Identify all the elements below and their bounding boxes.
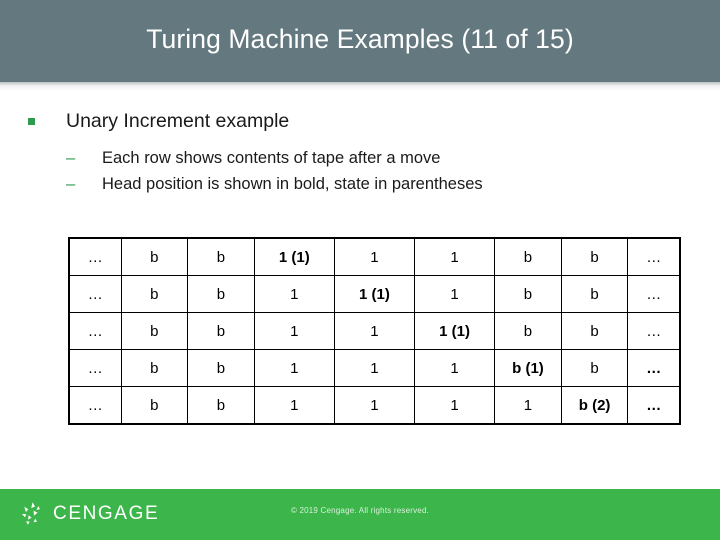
- table-cell: b: [494, 275, 562, 313]
- bullet-level1-label: Unary Increment example: [66, 110, 290, 132]
- table-cell: 1: [253, 312, 335, 350]
- cengage-wordmark: CENGAGE: [53, 503, 160, 524]
- bullet-level2-label: Each row shows contents of tape after a …: [102, 149, 441, 167]
- table-cell: 1: [414, 349, 496, 387]
- slide-content: Unary Increment example – Each row shows…: [0, 82, 720, 489]
- table-cell: 1: [333, 349, 416, 387]
- slide-title-bar: Turing Machine Examples (11 of 15): [0, 0, 720, 82]
- table-cell: …: [68, 312, 122, 350]
- dash-bullet-icon: –: [66, 175, 76, 193]
- table-cell: 1: [253, 275, 335, 313]
- table-cell: b: [560, 275, 629, 313]
- table-cell: b: [187, 386, 255, 425]
- table-cell: b (2): [560, 386, 629, 425]
- square-bullet-icon: [28, 118, 35, 125]
- bullet-level1: Unary Increment example: [28, 108, 289, 134]
- copyright-notice: © 2019 Cengage. All rights reserved.: [290, 506, 430, 515]
- page-title: Turing Machine Examples (11 of 15): [146, 24, 574, 54]
- table-cell: 1: [414, 237, 496, 276]
- slide-footer: CENGAGE © 2019 Cengage. All rights reser…: [0, 489, 720, 540]
- table-cell: …: [68, 349, 122, 387]
- list-item: – Each row shows contents of tape after …: [66, 146, 483, 170]
- table-cell: …: [68, 275, 122, 313]
- table-cell: 1: [333, 386, 416, 425]
- table-cell: b (1): [494, 349, 562, 387]
- title-bar-shadow: [0, 82, 720, 91]
- table-cell: 1 (1): [253, 237, 335, 276]
- table-cell: 1: [414, 386, 496, 425]
- table-cell: b: [120, 349, 189, 387]
- table-cell: b: [560, 349, 629, 387]
- table-cell: 1: [333, 237, 416, 276]
- table-cell: b: [120, 386, 189, 425]
- table-cell: b: [120, 312, 189, 350]
- cengage-spark-icon: [20, 501, 46, 527]
- table-cell: b: [120, 275, 189, 313]
- table-cell: …: [627, 237, 681, 276]
- bullet-level2-label: Head position is shown in bold, state in…: [102, 175, 483, 193]
- dash-bullet-icon: –: [66, 149, 76, 167]
- table-cell: …: [627, 312, 681, 350]
- table-cell: …: [627, 349, 681, 387]
- table-cell: b: [187, 237, 255, 276]
- table-cell: 1: [253, 349, 335, 387]
- table-cell: 1 (1): [414, 312, 496, 350]
- cengage-logo: CENGAGE: [20, 500, 159, 528]
- table-cell: …: [68, 386, 122, 425]
- table-cell: 1: [414, 275, 496, 313]
- table-cell: 1: [494, 386, 562, 425]
- table-cell: b: [494, 312, 562, 350]
- bullet-level2-list: – Each row shows contents of tape after …: [66, 146, 483, 198]
- table-cell: 1 (1): [333, 275, 416, 313]
- table-cell: b: [560, 312, 629, 350]
- table-cell: 1: [333, 312, 416, 350]
- table-cell: …: [627, 275, 681, 313]
- table-cell: b: [494, 237, 562, 276]
- table-cell: …: [68, 237, 122, 276]
- table-cell: b: [120, 237, 189, 276]
- table-cell: …: [627, 386, 681, 425]
- table-cell: b: [560, 237, 629, 276]
- table-cell: 1: [253, 386, 335, 425]
- table-cell: b: [187, 275, 255, 313]
- table-cell: b: [187, 312, 255, 350]
- list-item: – Head position is shown in bold, state …: [66, 172, 483, 196]
- table-cell: b: [187, 349, 255, 387]
